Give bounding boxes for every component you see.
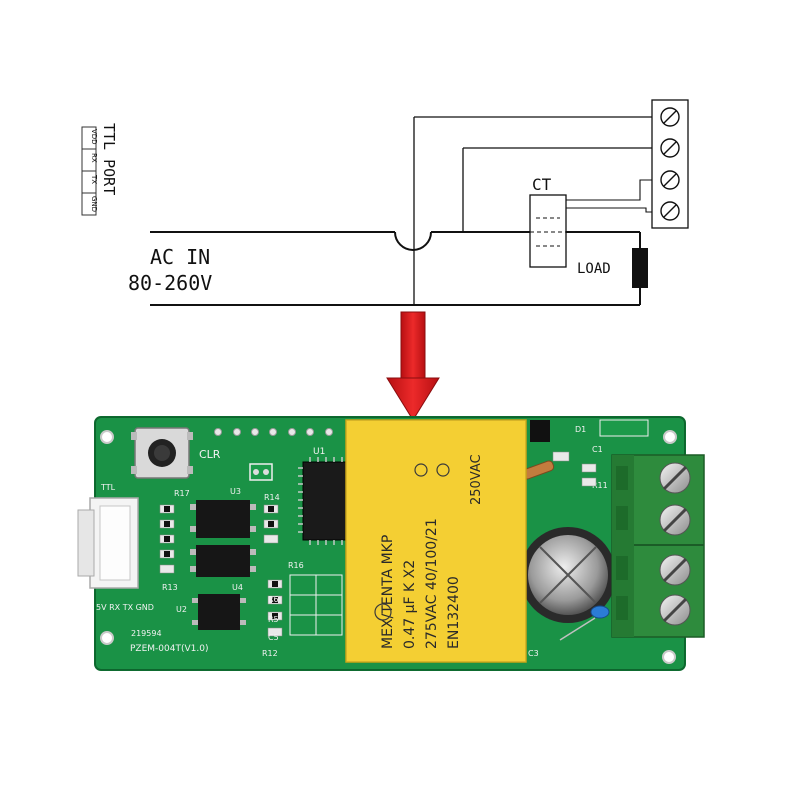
ttl-port-pin-labels: VDD RX TX GND (81, 126, 98, 216)
ac-in-label: AC IN (150, 245, 210, 269)
load-resistor (632, 248, 648, 288)
r14-label: R14 (264, 493, 280, 502)
current-transformer (529, 194, 567, 268)
serial-number: 219594 (131, 629, 162, 638)
optocoupler-u4 (190, 545, 256, 577)
r13-label: R13 (162, 583, 178, 592)
r5-label: R5 (268, 615, 279, 624)
electrolytic-capacitor (520, 527, 616, 623)
ttl-header-label: TTL (100, 483, 116, 492)
u1-label: U1 (313, 447, 325, 457)
optocoupler-u3 (190, 500, 256, 538)
u4-label: U4 (232, 583, 243, 592)
clear-button (131, 427, 193, 479)
pin-labels: 5V RX TX GND (96, 603, 154, 612)
r12-label: R12 (262, 649, 278, 658)
ttl-pin-gnd: GND (90, 196, 98, 212)
u3-label: U3 (230, 487, 241, 496)
wiring-diagram: VDD RX TX GND TTL PORT CT LOAD (81, 99, 689, 306)
capacitor-line-1: MEX/TENTA MKP (380, 535, 396, 649)
regulator-u2 (192, 594, 246, 630)
capacitor-line-2: 0.47 µF K X2 (402, 560, 418, 649)
x2-film-capacitor: MEX/TENTA MKP 0.47 µF K X2 275VAC 40/100… (345, 419, 527, 663)
c3-label: C3 (528, 649, 539, 658)
clr-label: CLR (199, 448, 221, 461)
ct-label: CT (532, 175, 552, 194)
pcb-board: CLR TTL U1 (77, 416, 705, 671)
capacitor-line-3: 275VAC 40/100/21 (424, 518, 440, 649)
ttl-connector (77, 497, 139, 589)
model-label: PZEM-004T(V1.0) (130, 644, 208, 654)
r6-label: R6 (268, 595, 279, 604)
ttl-pin-tx: TX (90, 174, 98, 184)
capacitor-rating: 250VAC (469, 454, 484, 505)
c5-label: C5 (268, 633, 279, 642)
ttl-port-label: TTL PORT (100, 123, 118, 195)
u2-label: U2 (176, 605, 187, 614)
r17-label: R17 (174, 489, 190, 498)
load-label: LOAD (577, 261, 611, 277)
down-arrow-icon (386, 311, 440, 421)
ac-in-voltage: 80-260V (128, 271, 212, 295)
r11-label: R11 (592, 481, 608, 490)
c1-label: C1 (592, 445, 603, 454)
d1-label: D1 (575, 425, 586, 434)
ttl-pin-rx: RX (90, 153, 98, 163)
capacitor-line-4: EN132400 (446, 576, 462, 649)
ttl-pin-vdd: VDD (90, 129, 98, 145)
terminal-block-diagram (651, 99, 689, 229)
r16-label: R16 (288, 561, 304, 570)
terminal-block (611, 454, 705, 638)
